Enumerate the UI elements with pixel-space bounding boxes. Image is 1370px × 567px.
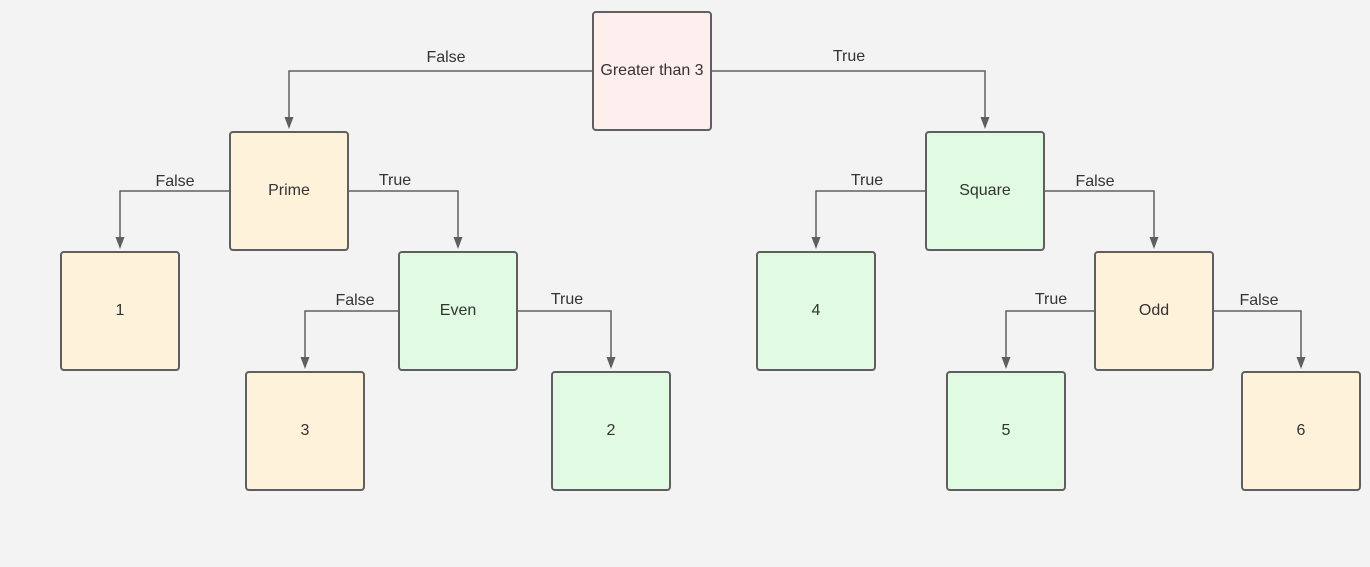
edge-label-odd-six: False xyxy=(1239,292,1279,309)
node-even[interactable]: Even xyxy=(398,251,518,371)
node-label: 1 xyxy=(115,302,125,319)
edge-prime-one xyxy=(119,190,229,239)
arrowhead-even xyxy=(453,237,463,249)
node-greater-than-3[interactable]: Greater than 3 xyxy=(592,11,712,131)
edge-square-four xyxy=(815,190,925,239)
arrowhead-three xyxy=(300,357,310,369)
edge-square-odd xyxy=(1045,190,1155,239)
node-leaf-1[interactable]: 1 xyxy=(60,251,180,371)
node-label: Even xyxy=(439,302,477,319)
node-label: 6 xyxy=(1296,422,1306,439)
node-leaf-3[interactable]: 3 xyxy=(245,371,365,491)
node-prime[interactable]: Prime xyxy=(229,131,349,251)
node-label: 4 xyxy=(811,302,821,319)
edge-even-three xyxy=(304,310,398,359)
node-leaf-6[interactable]: 6 xyxy=(1241,371,1361,491)
arrowhead-square xyxy=(980,117,990,129)
arrowhead-odd xyxy=(1149,237,1159,249)
arrowhead-six xyxy=(1296,357,1306,369)
node-label: Prime xyxy=(268,182,310,199)
node-label: 5 xyxy=(1001,422,1011,439)
edge-label-square-four: True xyxy=(850,172,884,189)
edge-label-prime-one: False xyxy=(155,173,195,190)
edge-prime-even xyxy=(349,190,459,239)
edge-odd-five xyxy=(1005,310,1094,359)
node-leaf-2[interactable]: 2 xyxy=(551,371,671,491)
node-label: Square xyxy=(959,182,1011,199)
edge-label-square-odd: False xyxy=(1075,173,1115,190)
node-label: 2 xyxy=(606,422,616,439)
arrowhead-five xyxy=(1001,357,1011,369)
arrowhead-prime xyxy=(284,117,294,129)
edge-root-prime xyxy=(288,70,592,119)
edge-label-root-prime: False xyxy=(426,49,466,66)
edge-label-prime-even: True xyxy=(378,172,412,189)
edge-label-root-square: True xyxy=(832,48,866,65)
node-square[interactable]: Square xyxy=(925,131,1045,251)
node-label: 3 xyxy=(300,422,310,439)
edge-odd-six xyxy=(1214,310,1302,359)
node-label: Odd xyxy=(1138,302,1170,319)
edge-label-odd-five: True xyxy=(1034,291,1068,308)
edge-root-square xyxy=(712,70,986,119)
edge-label-even-three: False xyxy=(335,292,375,309)
arrowhead-two xyxy=(606,357,616,369)
arrowhead-four xyxy=(811,237,821,249)
arrowhead-one xyxy=(115,237,125,249)
node-label: Greater than 3 xyxy=(600,62,704,79)
edge-even-two xyxy=(518,310,612,359)
edge-label-even-two: True xyxy=(550,291,584,308)
node-leaf-5[interactable]: 5 xyxy=(946,371,1066,491)
node-leaf-4[interactable]: 4 xyxy=(756,251,876,371)
node-odd[interactable]: Odd xyxy=(1094,251,1214,371)
